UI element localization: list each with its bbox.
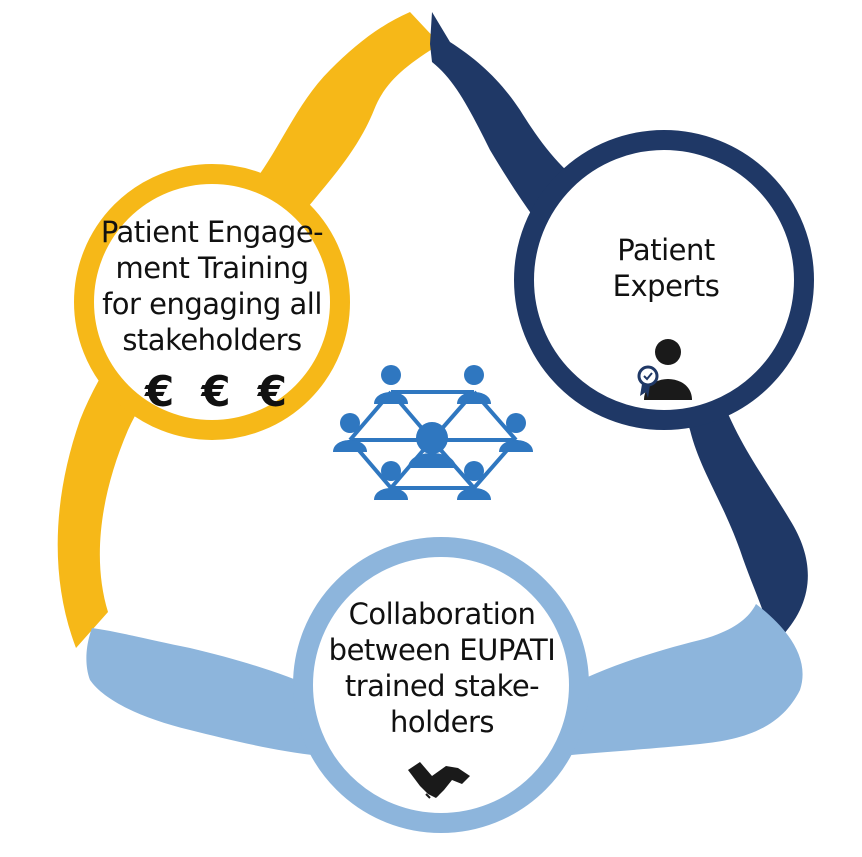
navy-arrow-band <box>430 12 808 636</box>
expert-badge-icon <box>637 339 692 400</box>
patient-engagement-training-label: Patient Engage- ment Training for engagi… <box>100 215 324 357</box>
euro-icon: € <box>145 367 175 416</box>
euro-icon: € <box>257 367 287 416</box>
navy-circle <box>514 130 814 430</box>
light-blue-arrow-band <box>86 604 803 756</box>
patient-experts-label: Patient Experts <box>612 233 720 303</box>
person-icon <box>457 365 491 404</box>
person-icon <box>499 413 533 452</box>
person-icon <box>333 413 367 452</box>
person-icon <box>408 422 456 468</box>
person-icon <box>457 461 491 500</box>
euro-icons: € € € <box>145 367 287 416</box>
gold-circle <box>74 164 350 440</box>
stakeholder-network-icon <box>333 365 533 500</box>
person-icon <box>374 461 408 500</box>
handshake-icon <box>408 762 470 799</box>
light-blue-circle <box>293 537 589 833</box>
euro-icon: € <box>201 367 231 416</box>
collaboration-label: Collaboration between EUPATI trained sta… <box>328 597 556 739</box>
person-icon <box>374 365 408 404</box>
